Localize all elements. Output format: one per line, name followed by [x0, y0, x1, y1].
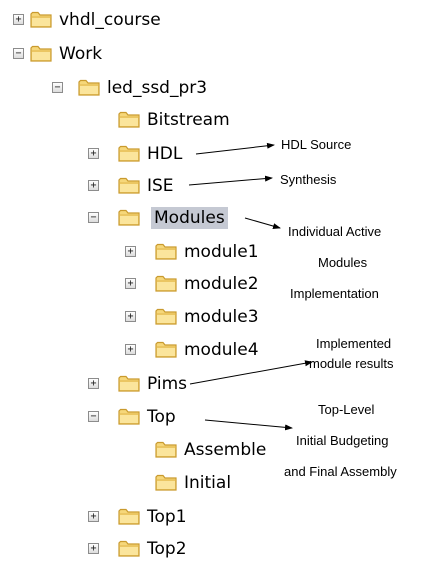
annotation-pims-line1: Implemented — [316, 336, 392, 351]
annotation-modules-line2: Modules — [318, 255, 368, 270]
expand-icon[interactable]: + — [125, 246, 136, 257]
expand-icon[interactable]: + — [13, 14, 24, 25]
tree-node-label[interactable]: Bitstream — [147, 110, 230, 130]
tree-node-label[interactable]: module3 — [184, 307, 259, 327]
tree-node-label[interactable]: module4 — [184, 340, 259, 360]
expand-icon[interactable]: + — [125, 344, 136, 355]
arrow-hdl — [195, 142, 275, 155]
tree-node-label[interactable]: led_ssd_pr3 — [107, 78, 208, 98]
expand-icon[interactable]: + — [88, 543, 99, 554]
collapse-icon[interactable]: − — [52, 82, 63, 93]
tree-node-label[interactable]: Pims — [147, 374, 188, 394]
tree-node-label[interactable]: Work — [59, 44, 103, 64]
tree-node-label[interactable]: Top2 — [147, 539, 187, 559]
annotation-pims-line2: module results — [309, 356, 394, 371]
tree-node-label[interactable]: Assemble — [184, 440, 267, 460]
tree-node-label[interactable]: module2 — [184, 274, 259, 294]
annotation-modules-line3: Implementation — [290, 286, 379, 301]
annotation-modules-line1: Individual Active — [288, 224, 382, 239]
annotation-top-line2: Initial Budgeting — [296, 433, 389, 448]
collapse-icon[interactable]: − — [88, 212, 99, 223]
tree-node-label[interactable]: HDL — [147, 144, 183, 164]
annotation-top-line1: Top-Level — [318, 402, 375, 417]
expand-icon[interactable]: + — [88, 148, 99, 159]
tree-node-label-selected[interactable]: Modules — [151, 207, 228, 229]
collapse-icon[interactable]: − — [13, 48, 24, 59]
annotation-synthesis: Synthesis — [280, 172, 337, 187]
tree-node-label[interactable]: Top1 — [147, 507, 187, 527]
tree-node-label[interactable]: Initial — [184, 473, 232, 493]
expand-icon[interactable]: + — [125, 278, 136, 289]
arrow-modules — [244, 217, 281, 229]
tree-node-label[interactable]: Top — [147, 407, 176, 427]
collapse-icon[interactable]: − — [88, 411, 99, 422]
expand-icon[interactable]: + — [88, 511, 99, 522]
expand-icon[interactable]: + — [88, 378, 99, 389]
tree-node-label[interactable]: ISE — [147, 176, 174, 196]
arrow-top — [204, 419, 293, 431]
expand-icon[interactable]: + — [88, 180, 99, 191]
arrow-pims — [189, 360, 313, 385]
arrow-ise — [188, 175, 273, 186]
annotation-top-line3: and Final Assembly — [284, 464, 397, 479]
tree-node-label[interactable]: vhdl_course — [59, 10, 161, 30]
expand-icon[interactable]: + — [125, 311, 136, 322]
annotation-hdl-source: HDL Source — [281, 137, 352, 152]
tree-node-label[interactable]: module1 — [184, 242, 259, 262]
